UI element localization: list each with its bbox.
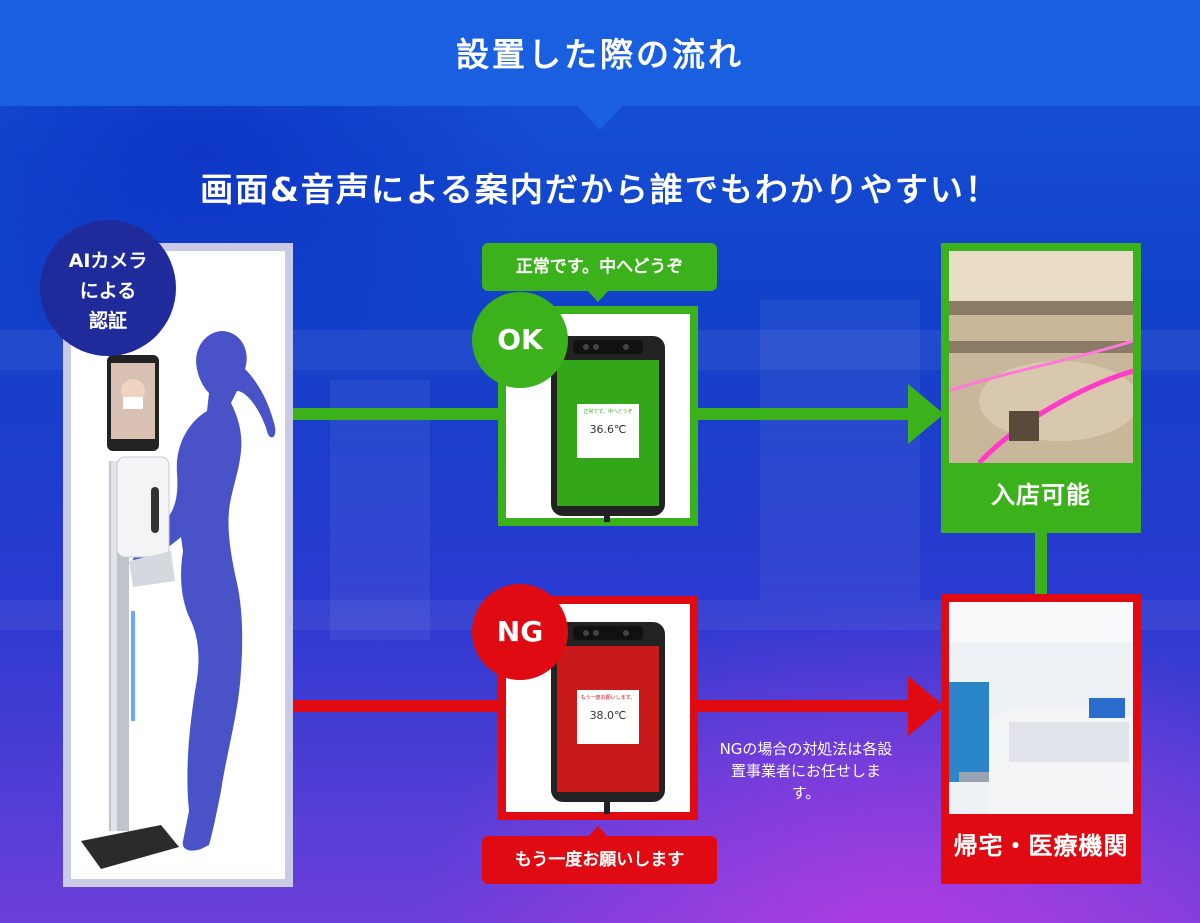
ai-camera-badge: AIカメラ による 認証 bbox=[40, 220, 176, 356]
ai-badge-line-2: による bbox=[79, 280, 137, 302]
subtitle: 画面&音声による案内だから誰でもわかりやすい！ bbox=[200, 170, 1000, 209]
ng-note: NGの場合の対処法は各設置事業者にお任せします。 bbox=[719, 740, 893, 802]
ok-to-ng-connector bbox=[1035, 530, 1047, 600]
hospital-photo bbox=[949, 602, 1133, 814]
ai-badge-line-1: AIカメラ bbox=[68, 250, 148, 272]
ok-tablet-box: 正常です。中へどうぞ 36.6℃ bbox=[498, 306, 698, 526]
ng-arrow bbox=[908, 676, 944, 736]
camera-icon bbox=[573, 340, 643, 354]
ok-tablet: 正常です。中へどうぞ 36.6℃ bbox=[551, 336, 665, 516]
ai-badge-line-3: 認証 bbox=[88, 310, 127, 332]
ok-screen-temp: 36.6℃ bbox=[589, 423, 627, 436]
ok-message-bubble: 正常です。中へどうぞ bbox=[482, 243, 717, 291]
ng-screen-temp: 38.0℃ bbox=[589, 709, 627, 722]
device-illustration bbox=[81, 331, 276, 869]
ok-message-text: 正常です。中へどうぞ bbox=[515, 257, 684, 277]
page-title: 設置した際の流れ bbox=[456, 35, 744, 74]
ok-bubble-tail bbox=[587, 290, 609, 302]
ok-screen-message: 正常です。中へどうぞ bbox=[583, 409, 633, 415]
ng-message-bubble: もう一度お願いします bbox=[482, 836, 717, 884]
ng-message-text: もう一度お願いします bbox=[514, 850, 685, 870]
ng-screen-message: もう一度お願いします。 bbox=[580, 695, 636, 701]
ng-result-label: 帰宅・医療機関 bbox=[953, 832, 1129, 860]
ng-badge: NG bbox=[472, 584, 568, 680]
mall-photo bbox=[949, 251, 1133, 463]
ok-arrow bbox=[908, 384, 944, 444]
camera-icon bbox=[573, 626, 643, 640]
ok-badge: OK bbox=[472, 292, 568, 388]
header-banner bbox=[0, 0, 1200, 106]
header-arrow bbox=[577, 106, 623, 130]
ok-result-label: 入店可能 bbox=[991, 481, 1091, 509]
ok-result-box: 入店可能 bbox=[941, 243, 1141, 533]
ng-tablet: もう一度お願いします。 38.0℃ bbox=[551, 622, 665, 802]
ng-result-box: 帰宅・医療機関 bbox=[941, 594, 1141, 884]
ng-bubble-tail bbox=[587, 826, 609, 838]
